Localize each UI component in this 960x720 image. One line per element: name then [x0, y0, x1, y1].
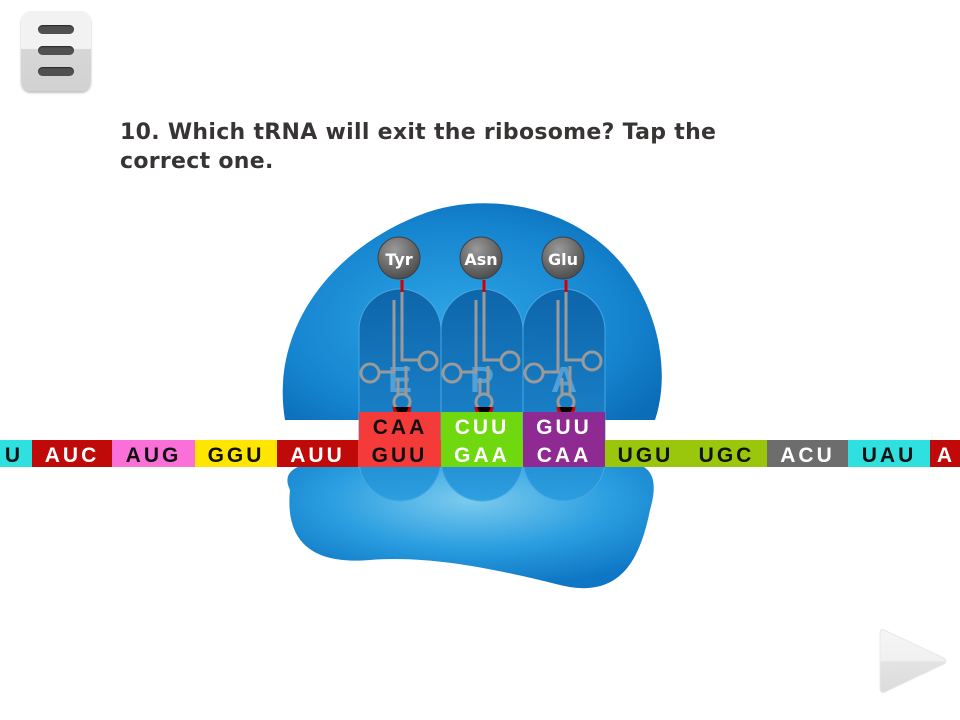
mrna-codon-label: AUC	[45, 444, 100, 467]
amino-acid-label: Tyr	[385, 250, 412, 269]
mrna-codon-label: UGU	[618, 444, 674, 467]
mrna-codon-label: AUU	[290, 444, 345, 467]
mrna-codon-label: ACU	[780, 444, 835, 467]
mrna-codon: UAU	[848, 440, 930, 467]
anticodon-label: CAA	[373, 416, 428, 439]
mrna-codon: GAA	[441, 440, 523, 467]
mrna-codon-label: CAA	[537, 444, 592, 467]
mrna-codon: GUU	[358, 440, 441, 467]
amino-acid-ball	[377, 236, 421, 280]
amino-acid-label: Asn	[464, 250, 497, 269]
anticodon-box	[359, 412, 441, 440]
mrna-codon: ACU	[767, 440, 848, 467]
next-button[interactable]	[872, 622, 952, 702]
mrna-codon: AUU	[277, 440, 358, 467]
question-text: 10. Which tRNA will exit the ribosome? T…	[120, 120, 717, 174]
trna-icon	[523, 285, 603, 412]
mrna-codon-label: GUU	[372, 444, 428, 467]
trna-icon	[359, 285, 439, 412]
amino-acid-ball	[541, 236, 585, 280]
amino-acid-label: Glu	[548, 250, 578, 269]
mrna-codon-label: U	[5, 444, 23, 467]
mrna-codon: U	[0, 440, 32, 467]
anticodon-label: GUU	[536, 416, 592, 439]
mrna-codon-label: UAU	[862, 444, 917, 467]
mrna-codon-label: A	[937, 444, 955, 467]
anticodon-box	[441, 412, 523, 440]
mrna-codon: GGU	[195, 440, 277, 467]
mrna-codon: UGC	[686, 440, 767, 467]
mrna-codon-label: AUG	[126, 444, 182, 467]
mrna-codon-label: GAA	[454, 444, 510, 467]
mrna-codon-label: UGC	[699, 444, 755, 467]
mrna-codon: UGU	[605, 440, 686, 467]
mrna-codon: CAA	[523, 440, 605, 467]
mrna-codon: A	[930, 440, 960, 467]
mrna-codon: AUC	[32, 440, 112, 467]
mrna-codon-label: GGU	[208, 444, 265, 467]
amino-acid-ball	[459, 236, 503, 280]
menu-button[interactable]	[21, 11, 91, 91]
mrna-codon: AUG	[112, 440, 195, 467]
anticodon-label: CUU	[455, 416, 510, 439]
anticodon-box	[523, 412, 605, 440]
play-next-icon	[879, 629, 947, 693]
